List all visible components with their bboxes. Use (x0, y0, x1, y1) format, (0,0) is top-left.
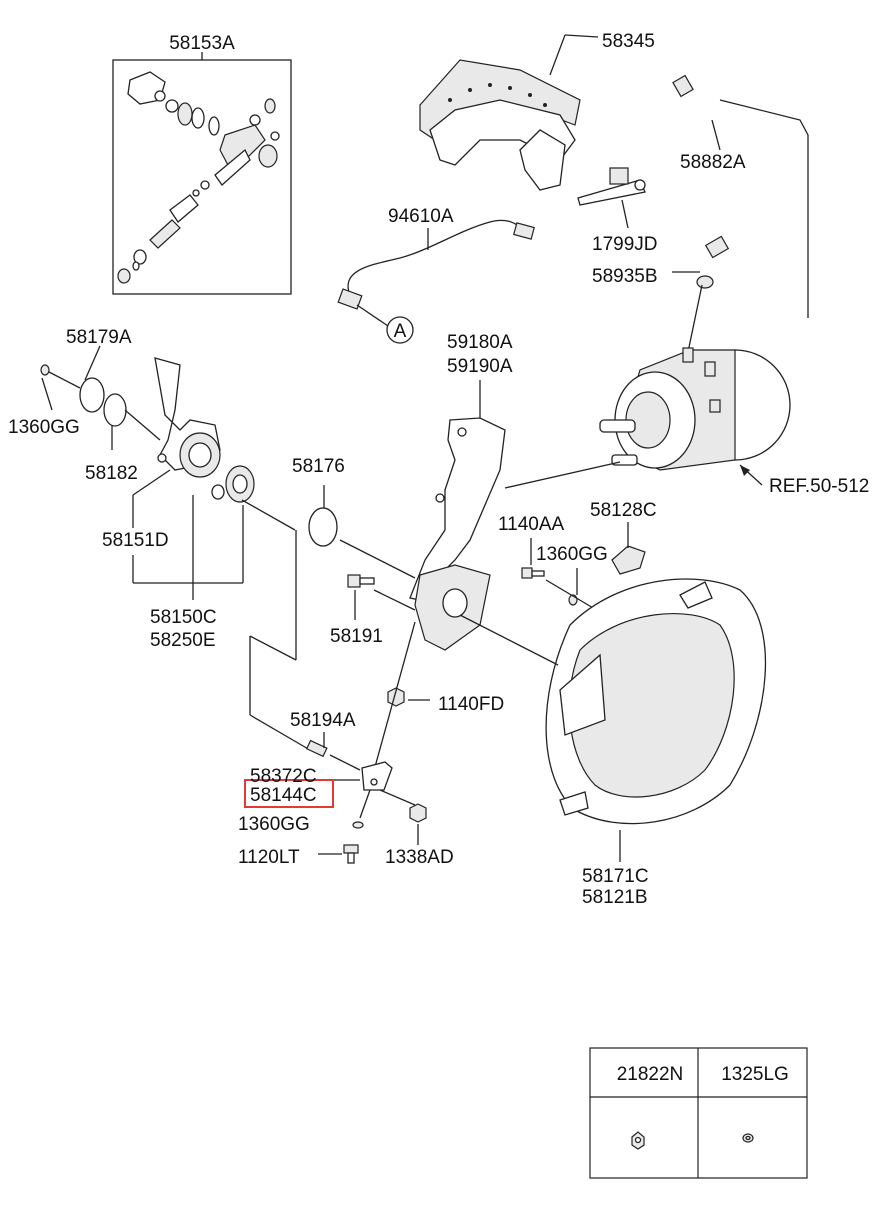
label-1799JD[interactable]: 1799JD (592, 234, 658, 255)
label-58250E[interactable]: 58250E (150, 630, 216, 651)
highlight-box (244, 779, 334, 808)
label-58194A[interactable]: 58194A (290, 710, 356, 731)
brake-chamber-icon (599, 347, 791, 471)
label-1360GG-a[interactable]: 1360GG (8, 417, 80, 438)
ref-a-label[interactable]: A (394, 321, 407, 342)
sensor-bracket-icon (361, 761, 393, 791)
brake-shoe-icon (419, 59, 581, 191)
nut-icon-1338ad (409, 803, 427, 823)
label-58121B[interactable]: 58121B (582, 887, 648, 908)
bolt-washer-icon (521, 567, 578, 606)
hub-parts-icon (211, 465, 338, 547)
label-58935B[interactable]: 58935B (592, 266, 658, 287)
label-58372C[interactable]: 58372C (250, 766, 317, 787)
kit-parts-icon (117, 71, 280, 284)
label-1140AA[interactable]: 1140AA (498, 514, 565, 535)
label-94610A[interactable]: 94610A (388, 206, 454, 227)
label-59190A[interactable]: 59190A (447, 356, 513, 377)
label-ref-50-512[interactable]: REF.50-512 (769, 476, 869, 497)
dust-shield-icon (545, 578, 767, 825)
seal-icons (40, 364, 127, 427)
label-58345[interactable]: 58345 (602, 31, 655, 52)
label-58144C[interactable]: 58144C (250, 785, 317, 806)
label-58128C[interactable]: 58128C (590, 500, 657, 521)
washer-icon (742, 1133, 754, 1143)
label-1140FD[interactable]: 1140FD (438, 694, 504, 715)
table-header-1325LG[interactable]: 1325LG (721, 1064, 789, 1085)
bracket-icon (409, 417, 506, 651)
washer-icon-1360gg (352, 821, 364, 829)
ref-a-circle (386, 316, 414, 344)
brake-pipe-icon (672, 74, 809, 318)
table-header-21822N[interactable]: 21822N (617, 1064, 684, 1085)
parts-table: 21822N 1325LG (589, 1047, 808, 1179)
bolt-icon-1120lt (343, 844, 359, 864)
bolt-icon (347, 574, 375, 588)
nut-icon (631, 1131, 645, 1150)
label-1338AD[interactable]: 1338AD (385, 847, 454, 868)
connector-icon (696, 275, 714, 289)
label-58171C[interactable]: 58171C (582, 866, 649, 887)
label-1360GG-c[interactable]: 1360GG (238, 814, 310, 835)
label-58191[interactable]: 58191 (330, 626, 383, 647)
label-58882A[interactable]: 58882A (680, 152, 746, 173)
plug-icon (611, 545, 646, 575)
label-58153A[interactable]: 58153A (169, 33, 235, 54)
stud-icon (305, 739, 328, 758)
label-58176[interactable]: 58176 (292, 456, 345, 477)
label-58182[interactable]: 58182 (85, 463, 138, 484)
label-59180A[interactable]: 59180A (447, 332, 513, 353)
label-58151D[interactable]: 58151D (102, 530, 169, 551)
label-1120LT[interactable]: 1120LT (238, 847, 300, 868)
label-58179A[interactable]: 58179A (66, 327, 132, 348)
label-1360GG-b[interactable]: 1360GG (536, 544, 608, 565)
nut-icon-1140fd (387, 687, 405, 707)
speed-sensor-icon (337, 219, 535, 310)
knuckle-icon (154, 357, 221, 478)
label-58150C[interactable]: 58150C (150, 607, 217, 628)
clip-icon (577, 167, 646, 206)
